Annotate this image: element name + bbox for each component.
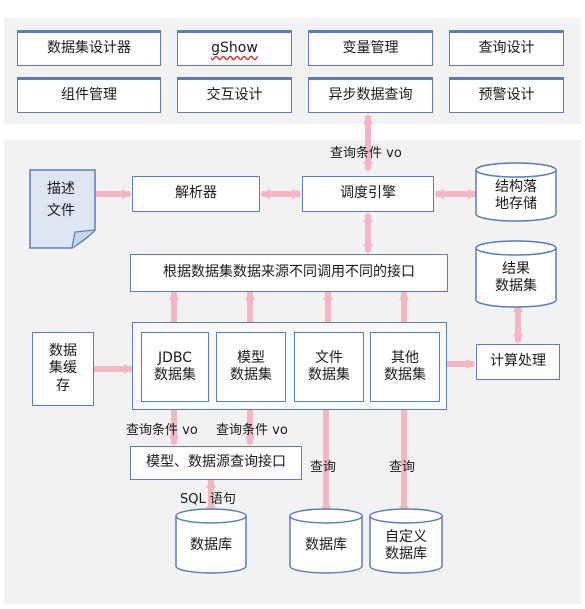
cylinder-db2: [289, 508, 363, 574]
cylinder-struct-storage: [475, 162, 557, 222]
module-interaction-design: 交互设计: [177, 77, 292, 113]
model-query-api-box: 模型、数据源查询接口: [130, 446, 302, 480]
module-component-management: 组件管理: [17, 77, 161, 113]
module-query-design: 查询设计: [449, 30, 564, 66]
model-dataset-box: 模型 数据集: [216, 332, 286, 402]
scheduler-box: 调度引擎: [302, 176, 434, 212]
other-dataset-box: 其他 数据集: [370, 332, 440, 402]
module-dataset-designer: 数据集设计器: [17, 30, 161, 66]
router-box: 根据数据集数据来源不同调用不同的接口: [130, 254, 448, 292]
custom-db-label: 自定义 数据库: [385, 528, 427, 563]
label-query-vo-left: 查询条件 vo: [126, 423, 198, 438]
jdbc-dataset-box: JDBC 数据集: [141, 332, 209, 402]
result-dataset-label: 结果 数据集: [495, 260, 537, 295]
cylinder-custom-db: [369, 508, 443, 574]
struct-storage-label: 结构落 地存储: [495, 178, 537, 213]
describe-doc-label: 描述 文件: [47, 181, 75, 220]
module-gshow: gShow: [177, 30, 292, 66]
label-query-file: 查询: [310, 460, 337, 475]
cylinder-result-dataset: [475, 240, 557, 308]
dataset-cache-box: 数据 集缓 存: [32, 332, 94, 406]
db2-label: 数据库: [305, 537, 347, 554]
parser-box: 解析器: [132, 176, 260, 212]
db1-label: 数据库: [190, 537, 232, 554]
label-query-vo-top: 查询条件 vo: [330, 146, 402, 161]
label-query-other: 查询: [389, 460, 416, 475]
module-async-query: 异步数据查询: [308, 77, 433, 113]
describe-doc-fold: [71, 229, 96, 249]
cylinder-db1: [175, 508, 247, 574]
label-query-vo-mid: 查询条件 vo: [216, 423, 288, 438]
label-sql: SQL 语句: [180, 492, 236, 507]
compute-box: 计算处理: [476, 344, 560, 380]
file-dataset-box: 文件 数据集: [294, 332, 364, 402]
module-alert-design: 预警设计: [449, 77, 564, 113]
module-variable-management: 变量管理: [308, 30, 433, 66]
